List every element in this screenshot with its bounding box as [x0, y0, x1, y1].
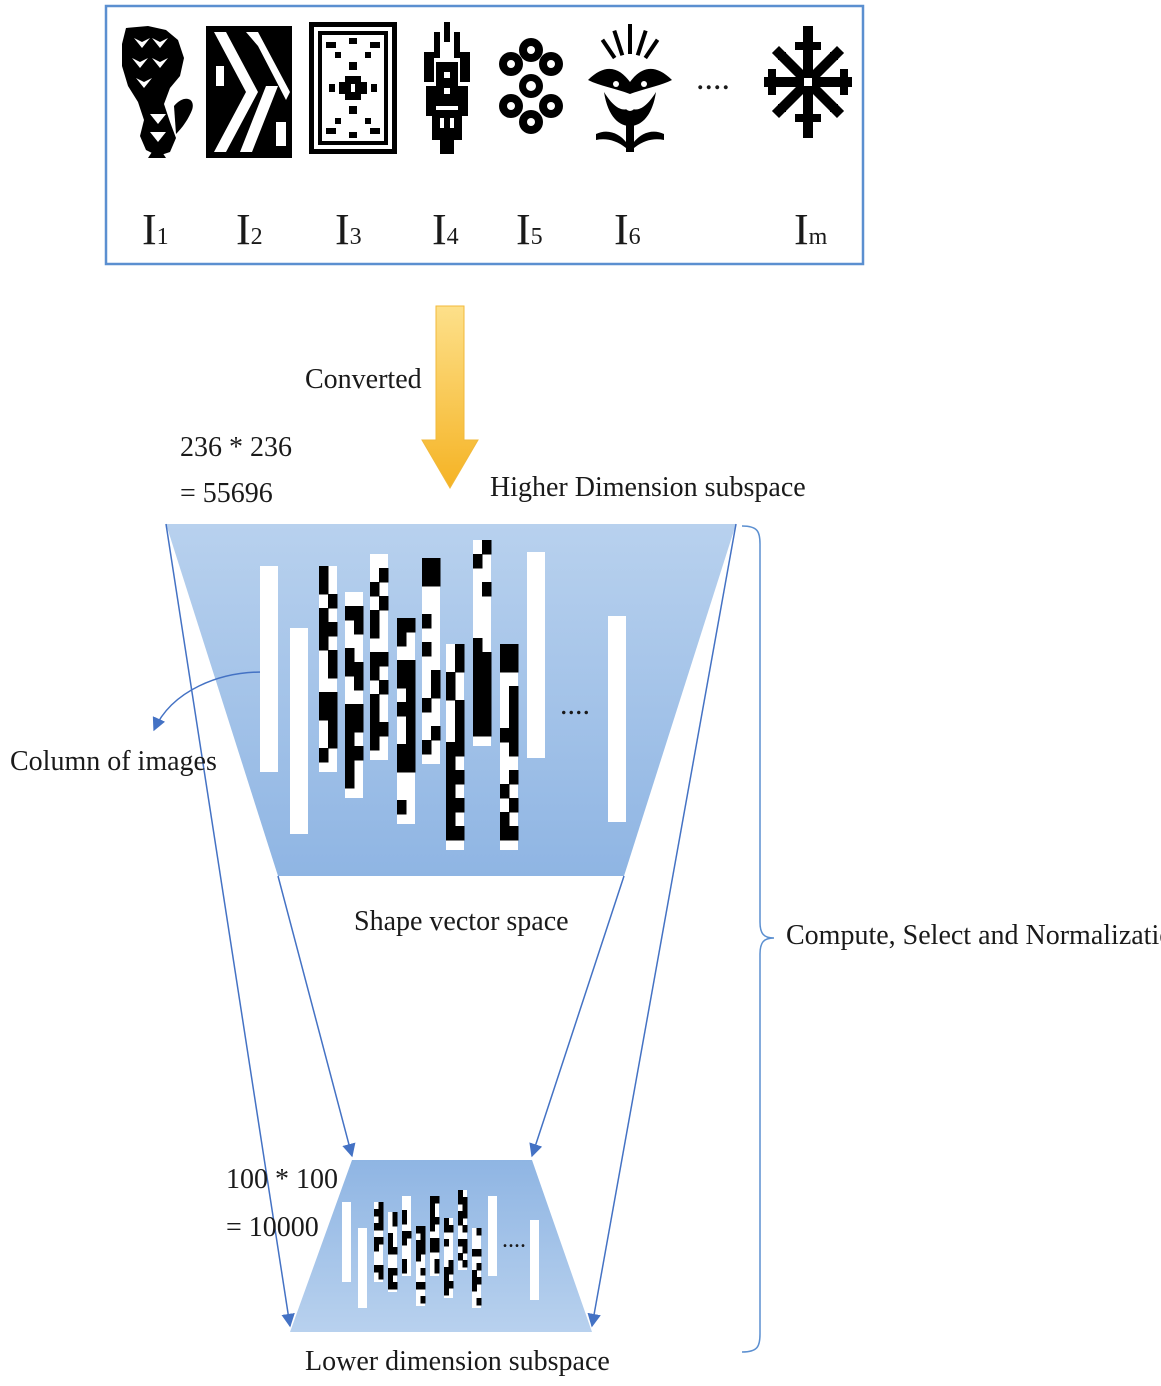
column-bar [608, 616, 626, 822]
connector-inner-left [277, 875, 356, 1158]
column-bar [472, 1228, 482, 1308]
image-label-subscript: m [808, 224, 828, 250]
column-bar [358, 1228, 367, 1308]
higher-ellipsis: .... [560, 688, 590, 721]
image-label-6: I6 [614, 208, 641, 252]
lotus-motif-icon [588, 24, 672, 152]
lower-dims-line1: 100 * 100 [226, 1164, 338, 1195]
column-bar [416, 1226, 426, 1306]
image-label-subscript: 3 [349, 224, 362, 250]
right-brace [741, 525, 775, 1353]
column-bar [345, 592, 364, 798]
column-bar [430, 1196, 440, 1276]
image-label-base: I [432, 205, 447, 254]
lower-ellipsis: .... [502, 1227, 526, 1253]
lower-dimension-title: Lower dimension subspace [305, 1346, 610, 1377]
tile-motif-icon [309, 22, 397, 154]
image-label-7: Im [794, 208, 827, 252]
column-of-images-label: Column of images [10, 746, 217, 777]
column-bar [458, 1190, 468, 1270]
plant-motif-icon [424, 22, 470, 154]
column-bar [530, 1220, 539, 1300]
star-motif-icon [764, 26, 852, 138]
flower-motif-icon [499, 38, 563, 134]
connector-outer-left [165, 523, 295, 1328]
zigzag-motif-icon [206, 26, 292, 158]
column-bar [319, 566, 338, 772]
converted-arrow [421, 305, 479, 489]
column-of-images-arrow [152, 671, 263, 732]
image-label-subscript: 5 [530, 224, 543, 250]
higher-dimension-columns [260, 540, 626, 850]
higher-dims-line1: 236 * 236 [180, 432, 292, 463]
column-bar [446, 644, 465, 850]
connector-outer-right [587, 523, 737, 1328]
column-bar [402, 1196, 412, 1276]
image-label-subscript: 1 [156, 224, 169, 250]
image-label-1: I1 [142, 208, 169, 252]
peacock-motif-icon [122, 26, 193, 158]
image-label-base: I [516, 205, 531, 254]
column-bar [260, 566, 278, 772]
column-bar [527, 552, 545, 758]
image-label-4: I4 [432, 208, 459, 252]
image-label-base: I [142, 205, 157, 254]
connector-inner-right [529, 875, 625, 1158]
column-bar [290, 628, 308, 834]
column-bar [444, 1218, 454, 1298]
column-bar [473, 540, 492, 746]
image-label-base: I [236, 205, 251, 254]
image-label-5: I5 [516, 208, 543, 252]
image-label-3: I3 [335, 208, 362, 252]
images-ellipsis: .... [696, 60, 730, 97]
image-label-base: I [614, 205, 629, 254]
lower-dims-line2: = 10000 [226, 1212, 319, 1243]
column-bar [374, 1202, 384, 1282]
image-label-subscript: 2 [250, 224, 263, 250]
column-bar [488, 1196, 497, 1276]
lower-dimension-columns [342, 1190, 539, 1308]
image-label-base: I [794, 205, 809, 254]
higher-dims-line2: = 55696 [180, 478, 273, 509]
image-label-base: I [335, 205, 350, 254]
column-bar [388, 1212, 398, 1292]
column-bar [397, 618, 416, 824]
image-label-2: I2 [236, 208, 263, 252]
column-bar [500, 644, 519, 850]
column-bar [422, 558, 441, 764]
shape-vector-space-label: Shape vector space [354, 906, 569, 937]
converted-label: Converted [305, 364, 422, 395]
image-label-subscript: 6 [628, 224, 641, 250]
higher-dimension-title: Higher Dimension subspace [490, 472, 806, 503]
column-bar [370, 554, 389, 760]
column-bar [342, 1202, 351, 1282]
image-label-subscript: 4 [446, 224, 459, 250]
brace-label: Compute, Select and Normalization [786, 920, 1161, 951]
